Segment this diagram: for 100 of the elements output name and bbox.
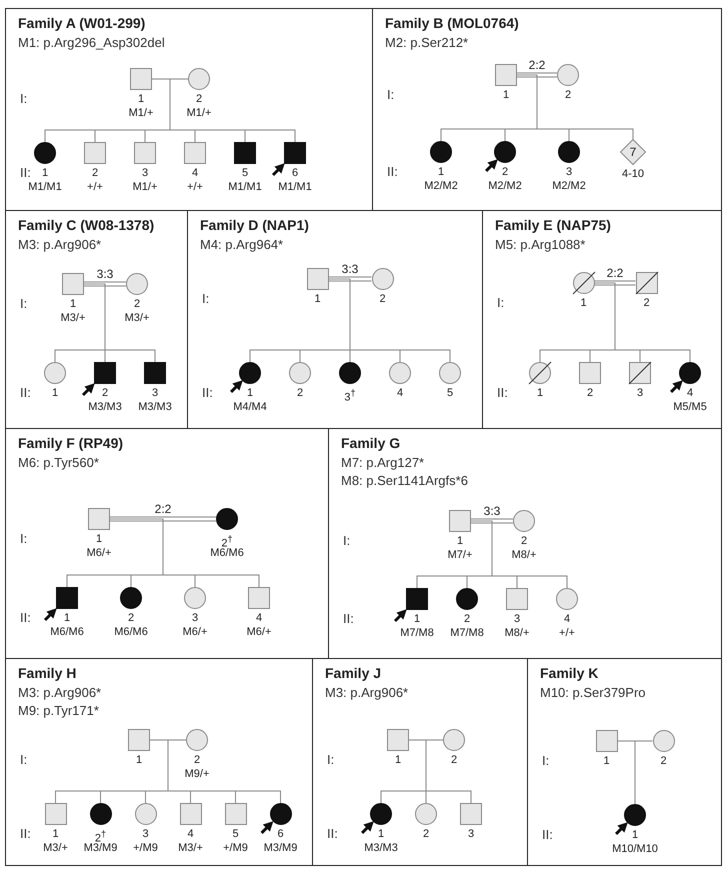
individual-number: 4 [686,386,694,400]
individual-number: 3$^{†}$ [344,387,356,405]
proband-arrow [44,608,57,622]
individual-number: 1 [603,754,610,768]
individual-number: 1 [632,828,638,842]
affected-square-symbol [94,362,116,384]
individual-number: 2 [102,386,108,400]
square-symbol [44,803,66,825]
affected-circle-symbol [90,803,112,825]
family-panel [527,658,722,866]
mutation-label: M9: p.Tyr171* [18,703,99,719]
individual-number: 3 [192,611,198,625]
individual-number: 5 [242,166,248,180]
individual-number: 1 [70,297,76,311]
circle-symbol [289,362,311,384]
edge-label: 2:2 [606,267,624,280]
circle-symbol [389,362,411,384]
individual-number: 1 [414,612,420,626]
genotype-label: +/+ [87,180,103,194]
family-panel [5,8,373,211]
individual-number: 2 [194,753,200,767]
family-panel [5,658,313,866]
individual-number: 1 [42,166,48,180]
pedigree-line [152,78,296,142]
individual-number: 2 [643,296,650,310]
individual-number: 3 [142,166,148,180]
square-symbol [636,272,658,294]
generation-label: I: [497,295,504,310]
generation-label: I: [343,533,350,548]
square-symbol [495,64,517,86]
pedigree-line [617,740,636,804]
individual-number: 2 [450,753,458,767]
generation-label: II: [387,164,398,179]
family-title: Family B (MOL0764) [385,15,519,31]
genotype-label: M8/+ [512,548,536,562]
individual-number: 1 [138,92,144,106]
square-symbol [306,268,328,290]
proband-arrow [260,821,274,834]
family-title: Family A (W01-299) [18,15,146,31]
genotype-label: M1/M1 [278,180,312,194]
genotype-label: M3/M9 [84,842,118,855]
proband-arrow [272,163,285,176]
affected-circle-symbol [120,587,142,609]
generation-label: II: [327,826,338,841]
individual-number: 4 [564,612,570,626]
affected-circle-symbol [558,141,580,163]
affected-square-symbol [284,142,306,164]
genotype-label: M7/M8 [450,626,484,640]
mutation-label: M6: p.Tyr560* [18,455,99,471]
square-symbol [134,142,156,164]
genotype-label: M7/+ [448,548,472,562]
affected-circle-symbol [370,803,392,825]
proband-arrow [82,383,95,396]
family-title: Family G [341,435,400,451]
square-symbol [506,588,528,610]
circle-symbol [439,362,461,384]
circle-symbol [126,273,148,295]
proband-arrow [485,159,498,172]
individual-number: 6 [277,827,284,841]
genotype-label: M2/M2 [488,179,522,193]
genotype-label: M8/+ [504,626,530,640]
edge-label: 3:3 [342,263,358,276]
circle-symbol [415,803,437,825]
individual-number: 1 [502,88,510,102]
edge-label: 2:2 [528,59,546,72]
individual-number: 3 [514,612,520,626]
genotype-label: M1/+ [186,106,212,120]
individual-number: 1 [314,292,321,306]
affected-circle-symbol [216,508,238,530]
circle-symbol [557,64,579,86]
genotype-label: M3/M3 [88,400,122,414]
generation-label: II: [202,385,213,400]
proband-arrow [615,822,628,835]
generation-label: I: [20,296,28,311]
generation-label: II: [20,610,31,625]
generation-label: II: [20,385,31,400]
mutation-label: M3: p.Arg906* [18,685,102,701]
generation-label: I: [327,752,334,767]
family-title: Family F (RP49) [18,435,124,451]
affected-circle-symbol [34,142,56,164]
affected-circle-symbol [679,362,701,384]
mutation-label: M4: p.Arg964* [200,237,284,253]
individual-number: 1 [52,827,59,841]
individual-number: 1 [438,165,444,179]
double-line [110,516,216,522]
circle-symbol [372,268,394,290]
double-line [470,518,514,524]
square-symbol [130,68,152,90]
circle-symbol [443,729,465,751]
genotype-label: M3/M9 [264,841,298,855]
square-symbol [579,362,601,384]
individual-number: 2 [564,88,572,102]
individual-number: 6 [292,166,298,180]
generation-label: II: [20,826,31,841]
individual-number: 2 [92,166,98,180]
individual-number: 1 [580,296,587,310]
square-symbol [62,273,84,295]
family-panel [372,8,722,211]
double-line [594,280,636,286]
mutation-label: M3: p.Arg906* [18,237,102,253]
